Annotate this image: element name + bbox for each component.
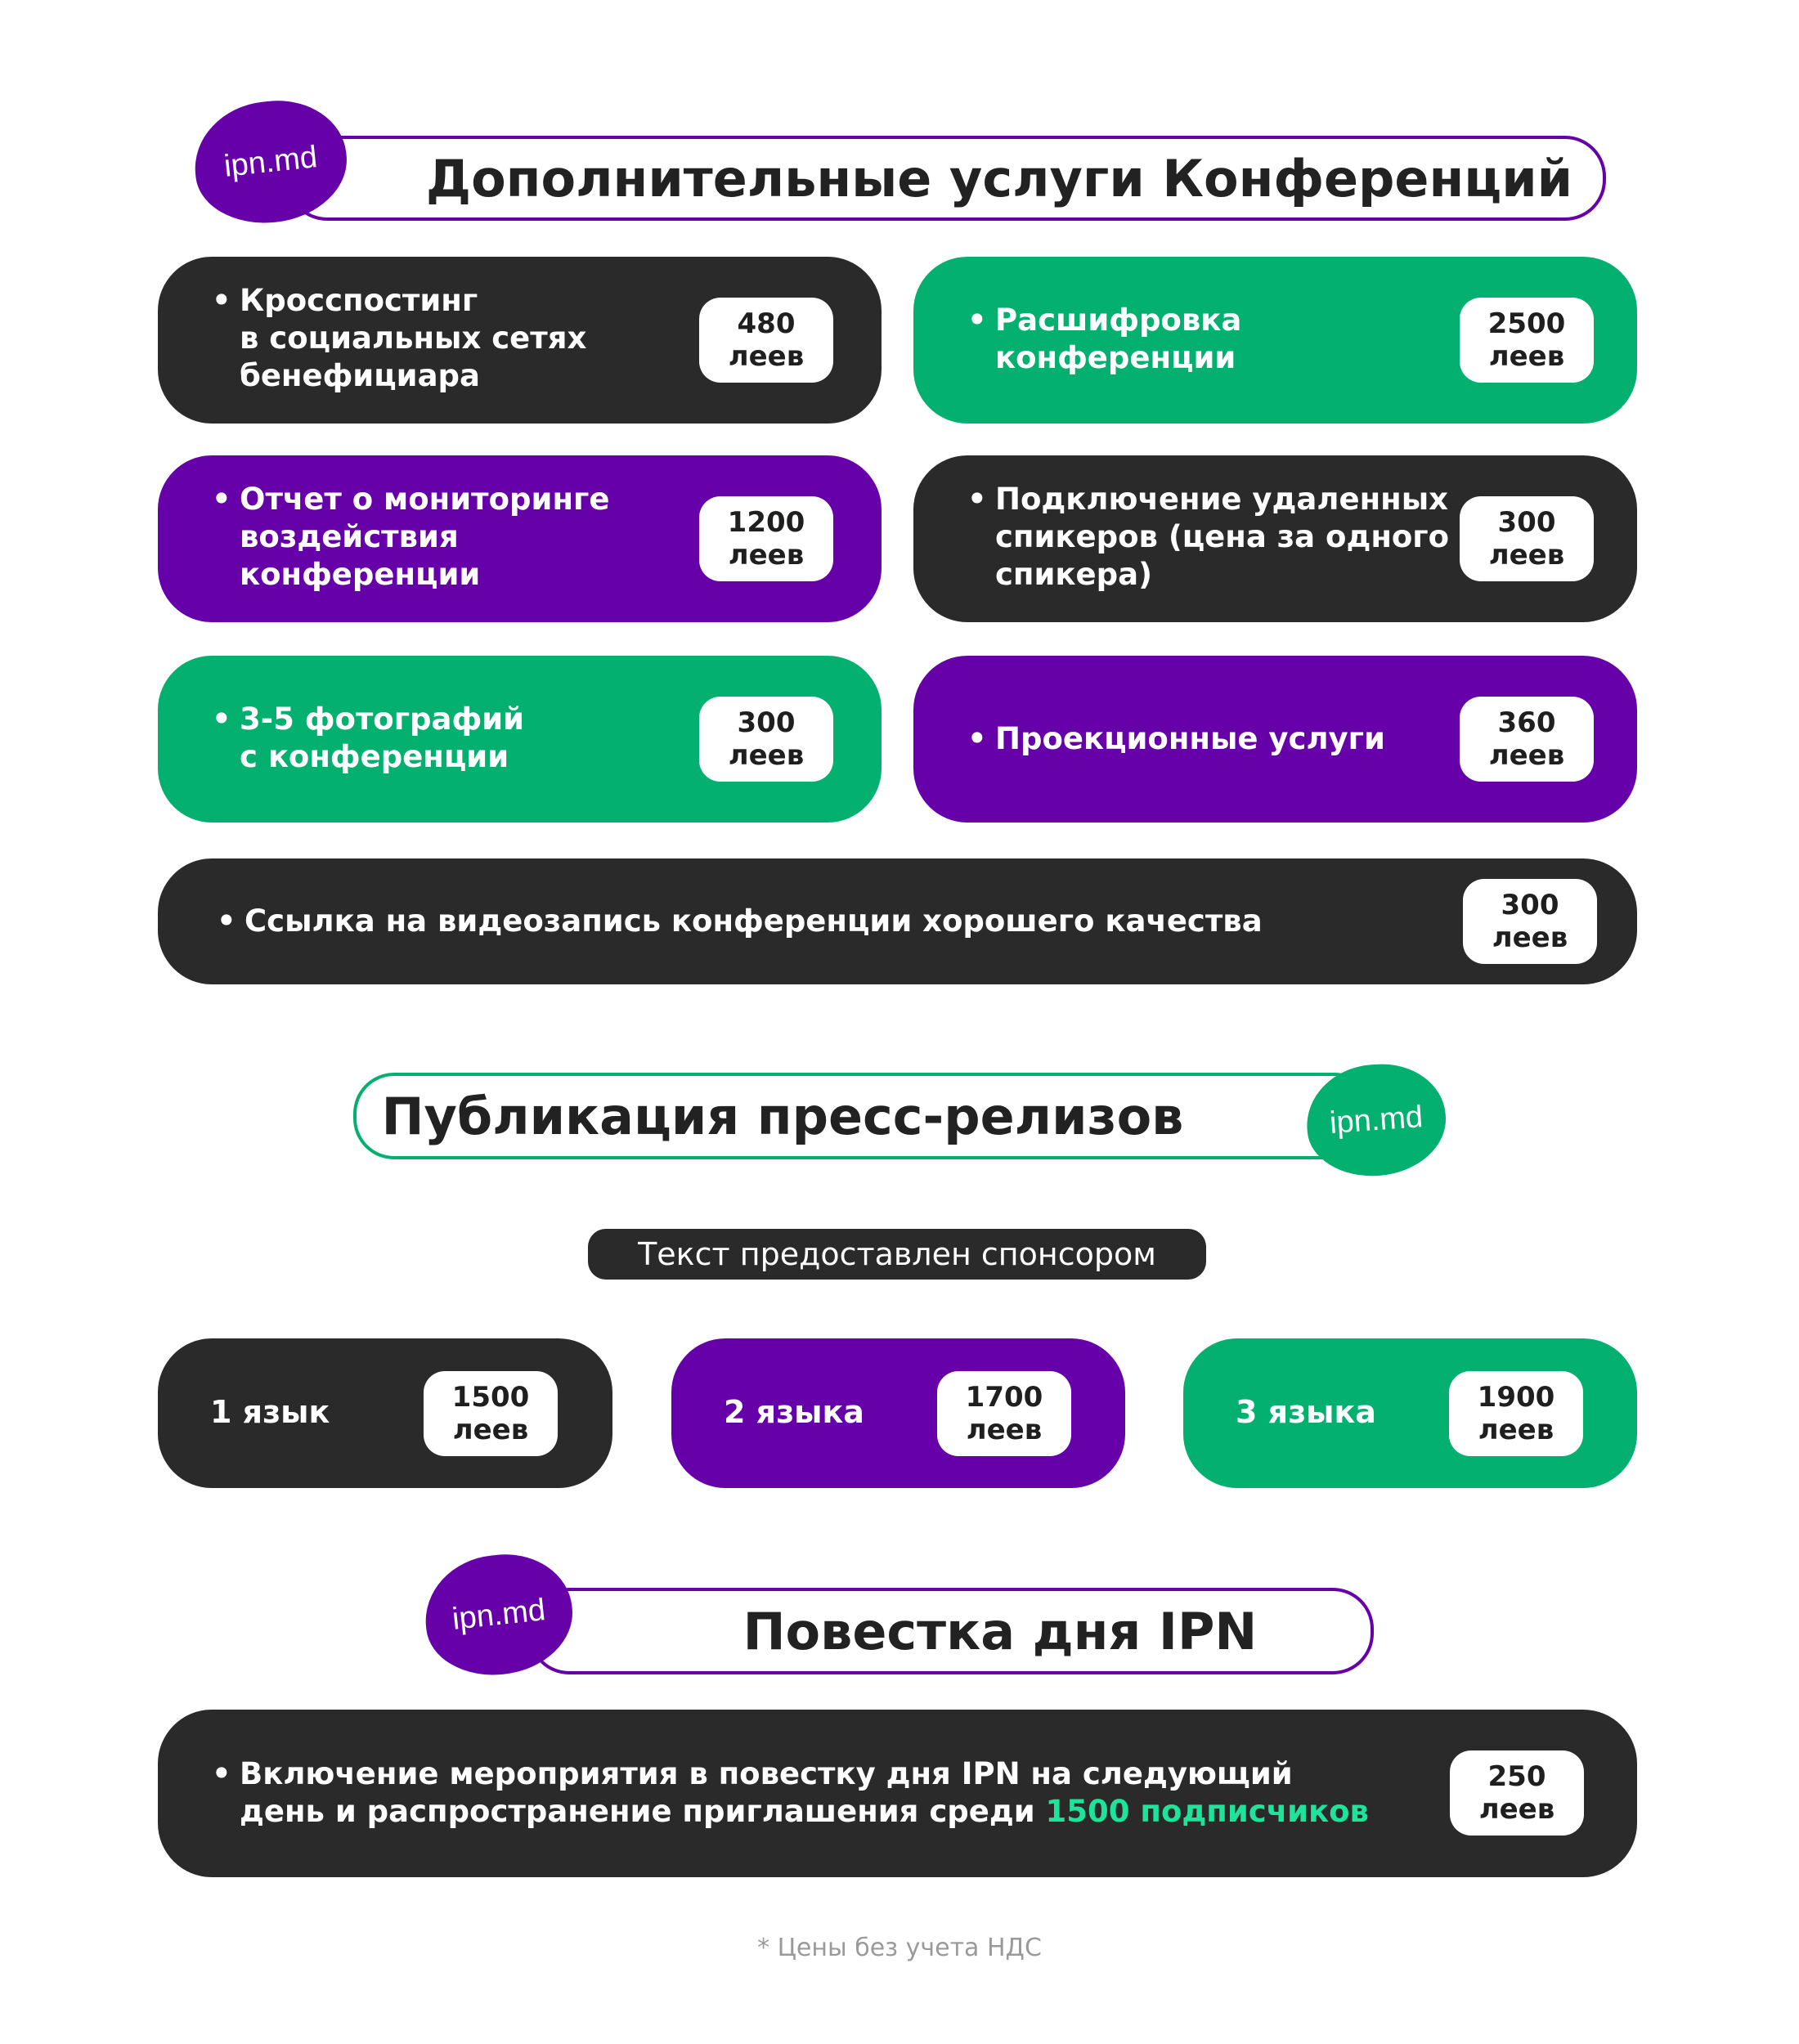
service-line: Подключение удаленных <box>995 482 1449 517</box>
section-header-conference-services: Дополнительные услуги Конференций <box>286 136 1606 221</box>
service-line: конференции <box>995 340 1236 375</box>
agenda-line-1: Включение мероприятия в повестку дня IPN… <box>240 1756 1293 1791</box>
price-value: 1900 <box>1477 1381 1555 1414</box>
price-tag: 1700 леев <box>937 1371 1071 1456</box>
footnote-text: * Цены без учета НДС <box>757 1934 1042 1962</box>
price-tag: 1900 леев <box>1449 1371 1583 1456</box>
language-label: 2 языка <box>724 1394 864 1430</box>
service-card-remote-speakers: •Подключение удаленных спикеров (цена за… <box>913 455 1637 622</box>
bullet: • <box>212 702 231 737</box>
service-line: 3-5 фотографий <box>240 702 525 737</box>
service-line: в социальных сетях <box>240 320 587 356</box>
service-card-monitoring-report: • Отчет о мониторинге воздействия конфере… <box>158 455 882 622</box>
price-value: 1200 <box>727 506 805 539</box>
price-value: 300 <box>1497 506 1556 539</box>
service-line: Ссылка на видеозапись конференции хороше… <box>245 903 1263 939</box>
service-line: воздействия <box>240 519 459 554</box>
price-tag: 480 леев <box>699 298 833 383</box>
bullet: • <box>212 1756 231 1791</box>
bullet: • <box>212 283 231 318</box>
price-value: 250 <box>1487 1760 1546 1793</box>
subscribers-highlight: 1500 подписчиков <box>1045 1794 1369 1829</box>
service-line: конференции <box>240 557 481 592</box>
bullet: • <box>967 303 987 338</box>
section-header-ipn-agenda: Повестка дня IPN <box>528 1588 1374 1674</box>
service-card-crossposting: • Кросспостинг в социальных сетях бенефиц… <box>158 257 882 424</box>
section-header-press-releases: Публикация пресс-релизов <box>353 1073 1375 1159</box>
vat-footnote: * Цены без учета НДС <box>0 1934 1799 1962</box>
price-tag: 1500 леев <box>424 1371 558 1456</box>
price-unit: леев <box>728 340 805 373</box>
language-label: 3 языка <box>1236 1394 1376 1430</box>
price-tag: 360 леев <box>1460 697 1594 782</box>
price-value: 1700 <box>965 1381 1043 1414</box>
service-card-photos: • 3-5 фотографий с конференции 300 леев <box>158 656 882 823</box>
service-line: бенефициара <box>240 358 480 393</box>
price-unit: леев <box>1488 539 1565 572</box>
price-unit: леев <box>728 539 805 572</box>
agenda-card: • Включение мероприятия в повестку дня IP… <box>158 1710 1637 1877</box>
logo-text: ipn.md <box>451 1592 547 1637</box>
sponsor-note-badge: Текст предоставлен спонсором <box>588 1229 1206 1280</box>
service-card-transcription: •Расшифровка конференции 2500 леев <box>913 257 1637 424</box>
price-value: 2500 <box>1487 307 1566 340</box>
price-value: 300 <box>737 706 796 739</box>
price-unit: леев <box>1488 340 1565 373</box>
agenda-line-2-text: день и распространение приглашения среди <box>240 1794 1035 1829</box>
price-value: 480 <box>737 307 796 340</box>
price-unit: леев <box>728 739 805 772</box>
bullet: • <box>212 482 231 517</box>
language-card-3: 3 языка 1900 леев <box>1183 1338 1637 1488</box>
bullet: • <box>967 721 987 756</box>
service-card-projection: •Проекционные услуги 360 леев <box>913 656 1637 823</box>
service-card-video-link: •Ссылка на видеозапись конференции хорош… <box>158 858 1637 984</box>
language-card-1: 1 язык 1500 леев <box>158 1338 612 1488</box>
price-value: 300 <box>1501 889 1559 921</box>
logo-text: ipn.md <box>222 139 319 184</box>
language-card-2: 2 языка 1700 леев <box>671 1338 1125 1488</box>
price-value: 1500 <box>451 1381 530 1414</box>
price-value: 360 <box>1497 706 1556 739</box>
service-line: спикера) <box>995 557 1152 592</box>
section-title: Повестка дня IPN <box>742 1601 1258 1661</box>
service-line: Проекционные услуги <box>995 721 1385 756</box>
price-unit: леев <box>452 1414 529 1446</box>
price-unit: леев <box>966 1414 1043 1446</box>
price-tag: 1200 леев <box>699 496 833 581</box>
agenda-line-2: день и распространение приглашения среди… <box>240 1793 1369 1831</box>
service-line: Кросспостинг <box>240 283 478 318</box>
service-line: Отчет о мониторинге <box>240 482 610 517</box>
price-tag: 300 леев <box>1463 879 1597 964</box>
logo-text: ipn.md <box>1328 1099 1424 1141</box>
price-tag: 300 леев <box>699 697 833 782</box>
section-title: Публикация пресс-релизов <box>381 1086 1184 1146</box>
bullet: • <box>967 482 987 517</box>
price-unit: леев <box>1492 921 1568 954</box>
language-label: 1 язык <box>210 1394 330 1430</box>
service-line: с конференции <box>240 739 509 774</box>
bullet: • <box>217 903 236 939</box>
section-title: Дополнительные услуги Конференций <box>425 148 1573 208</box>
service-line: спикеров (цена за одного <box>995 519 1450 554</box>
price-unit: леев <box>1478 1414 1554 1446</box>
price-tag: 300 леев <box>1460 496 1594 581</box>
price-unit: леев <box>1488 739 1565 772</box>
price-tag: 250 леев <box>1450 1750 1584 1836</box>
sponsor-note: Текст предоставлен спонсором <box>638 1236 1156 1272</box>
price-unit: леев <box>1478 1793 1555 1826</box>
price-tag: 2500 леев <box>1460 298 1594 383</box>
service-line: Расшифровка <box>995 303 1242 338</box>
